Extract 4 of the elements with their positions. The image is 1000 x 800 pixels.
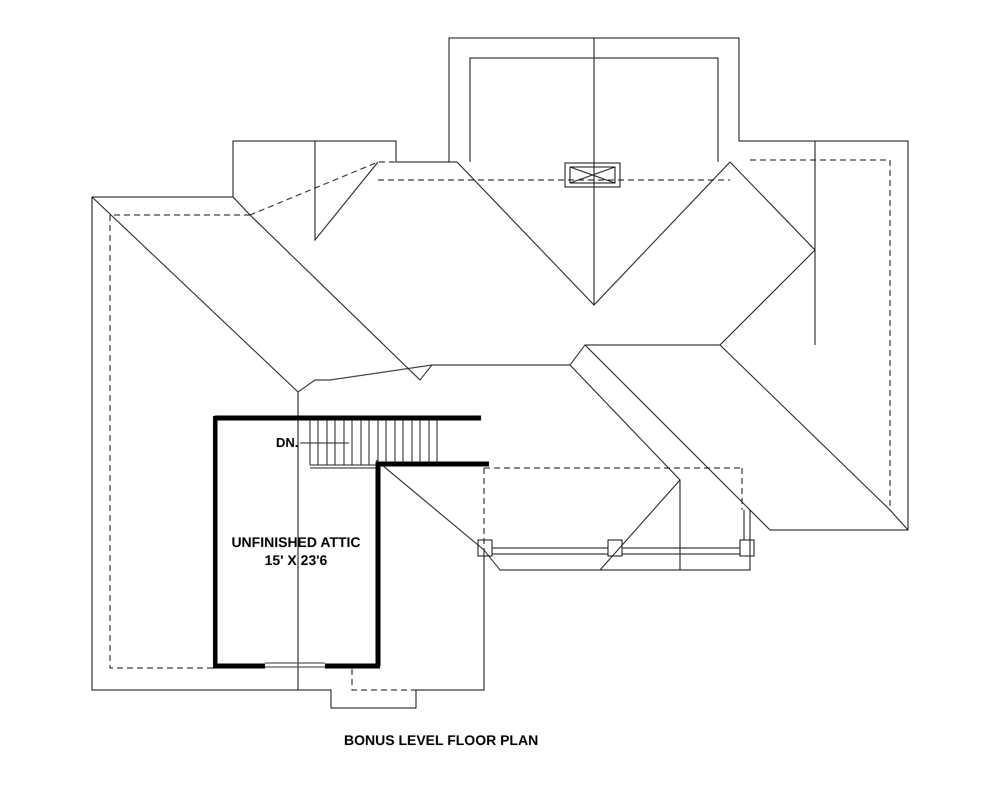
stair-direction-label: DN. bbox=[276, 435, 298, 450]
attic-room bbox=[213, 414, 490, 670]
room-dimensions: 15' X 23'6 bbox=[264, 552, 328, 569]
caption: BONUS LEVEL FLOOR PLAN bbox=[344, 732, 538, 748]
